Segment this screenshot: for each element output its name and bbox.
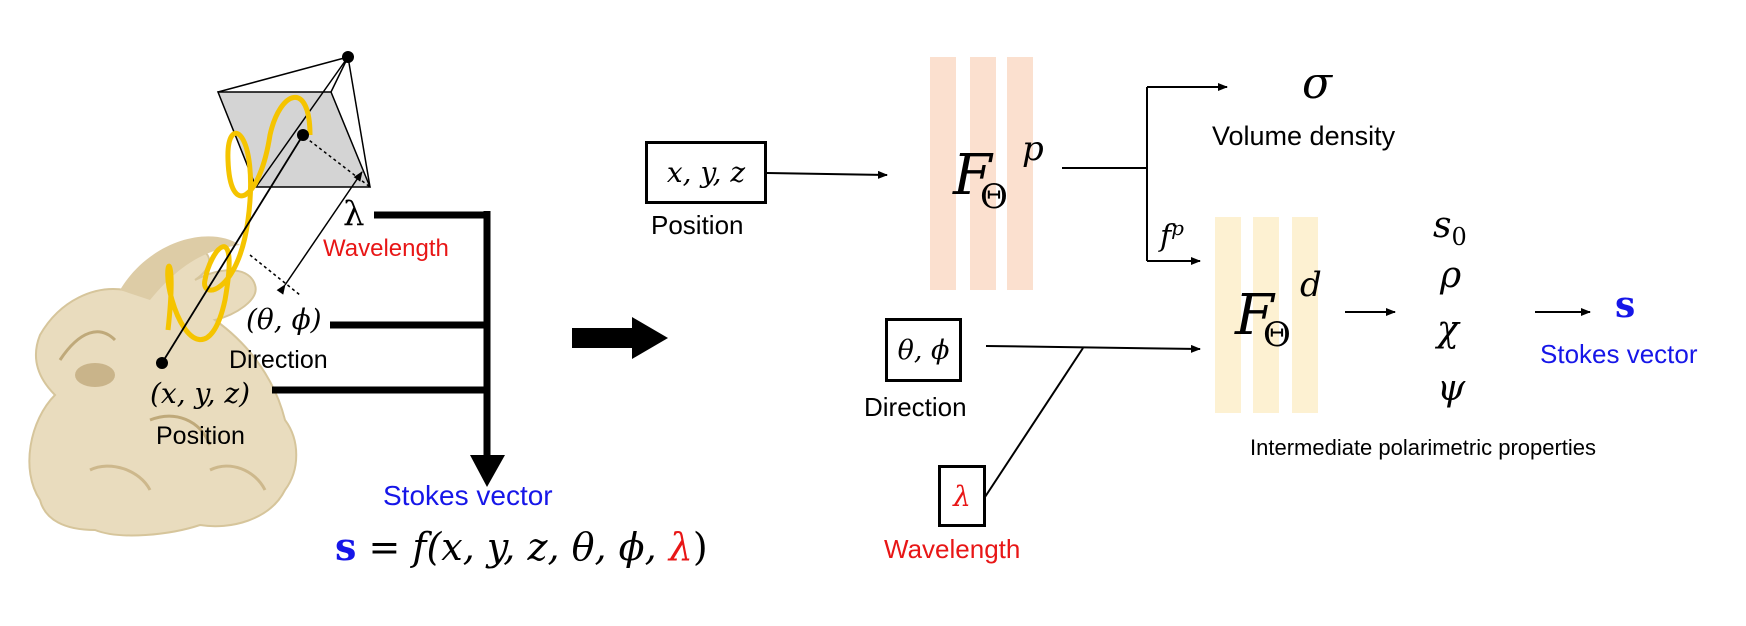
equation-end: ) xyxy=(692,525,708,569)
feature-sup: p xyxy=(1171,216,1184,240)
stokes-equation: s = f(x, y, z, θ, ϕ, λ) xyxy=(335,525,708,569)
position-box-math: x, y, z xyxy=(666,156,746,189)
fd-base: F xyxy=(1235,283,1274,348)
wavelength-to-fd-line xyxy=(984,347,1084,498)
prop-s0-sub: 0 xyxy=(1451,223,1467,252)
big-transition-arrow xyxy=(572,317,668,359)
position-label: Position xyxy=(156,422,245,450)
camera-frustum xyxy=(216,51,372,188)
equation-s: s xyxy=(335,524,357,569)
position-label-right: Position xyxy=(651,210,744,240)
network-p-layers xyxy=(930,57,1033,290)
direction-to-fd-arrow xyxy=(985,344,1201,353)
wavelength-box: λ xyxy=(938,465,986,527)
wavelength-label: Wavelength xyxy=(323,235,449,262)
fp-superscript: p xyxy=(1022,129,1044,169)
stokes-vector-label: Stokes vector xyxy=(383,480,553,511)
direction-box-math: θ, ϕ xyxy=(897,334,950,366)
wavelength-box-math: λ xyxy=(953,479,971,513)
fp-base: F xyxy=(953,143,992,208)
fd-network-symbol: F xyxy=(1235,288,1274,344)
direction-math: (θ, ϕ) xyxy=(246,303,322,336)
camera-center-dot xyxy=(297,129,309,141)
prop-rho: ρ xyxy=(1440,255,1462,296)
direction-box: θ, ϕ xyxy=(885,318,962,382)
wavelength-label-right: Wavelength xyxy=(884,534,1021,564)
feature-base: f xyxy=(1160,219,1172,254)
prop-s0-base: s xyxy=(1433,205,1452,246)
lambda-symbol: λ xyxy=(343,194,365,234)
wavelength-wave xyxy=(165,95,313,342)
stokes-vector-label-right: Stokes vector xyxy=(1540,339,1698,369)
sample-point-dot xyxy=(156,357,168,369)
position-math: (x, y, z) xyxy=(150,377,251,410)
prop-chi: χ xyxy=(1437,309,1459,350)
fd-subscript: Θ xyxy=(1263,315,1291,355)
equation-lambda: λ xyxy=(668,525,693,569)
position-to-fp-arrow xyxy=(766,170,888,179)
fp-subscript: Θ xyxy=(980,177,1008,217)
feature-fp: fp xyxy=(1160,218,1184,252)
prop-psi: ψ xyxy=(1437,368,1466,409)
wavelength-dimension-arrow xyxy=(276,171,363,295)
fp-network-symbol: F xyxy=(953,148,992,204)
sigma-symbol: σ xyxy=(1302,58,1333,109)
input-collector-bracket xyxy=(272,211,505,487)
direction-label: Direction xyxy=(229,346,328,374)
volume-density-label: Volume density xyxy=(1212,121,1396,151)
intermediate-properties-label: Intermediate polarimetric properties xyxy=(1250,435,1597,460)
prop-s0: s0 xyxy=(1433,205,1467,252)
bunny-illustration xyxy=(28,236,298,537)
fd-superscript: d xyxy=(1300,265,1322,305)
network-d-layers xyxy=(1215,217,1318,413)
equation-middle: = f(x, y, z, θ, ϕ, xyxy=(356,525,669,569)
stokes-output-symbol: s xyxy=(1615,284,1636,326)
direction-label-right: Direction xyxy=(864,392,967,422)
position-box: x, y, z xyxy=(645,141,767,204)
